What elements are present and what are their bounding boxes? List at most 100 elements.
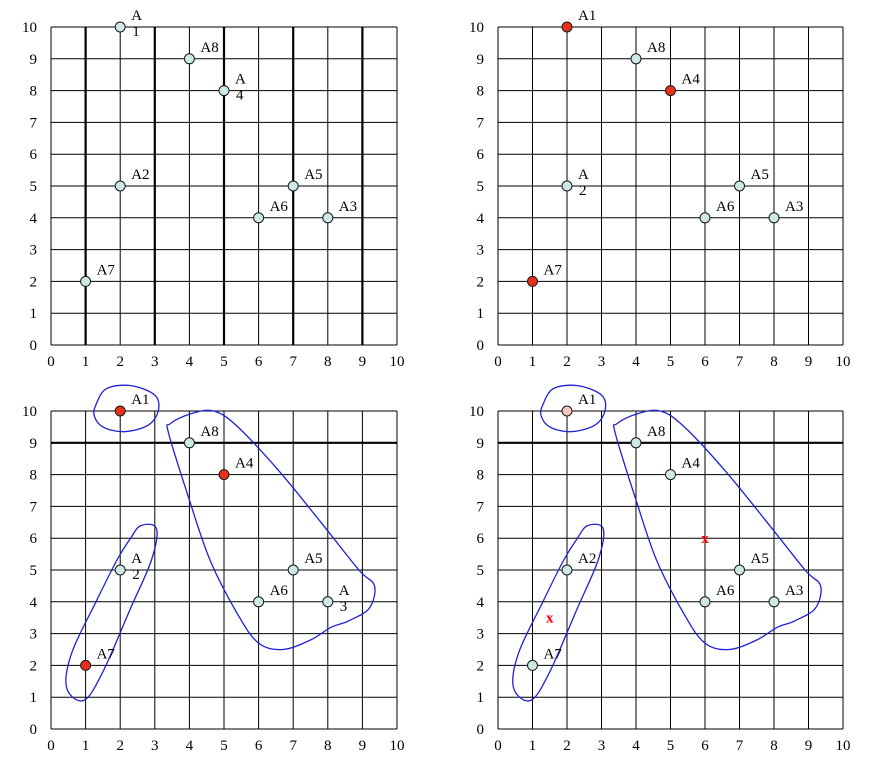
point-label-part: A7: [544, 646, 563, 662]
x-tick-label: 6: [701, 738, 709, 754]
point-label-part: A6: [716, 199, 735, 215]
point-label-part: A: [131, 8, 142, 24]
y-tick-label: 5: [477, 563, 485, 579]
centroid-mark: x: [701, 531, 709, 547]
point-label: A4: [682, 456, 701, 472]
point-label-part: A7: [97, 646, 116, 662]
point-label: A8: [647, 40, 665, 56]
point-label: A8: [200, 424, 218, 440]
data-point: [253, 212, 265, 224]
y-tick-label: 1: [30, 690, 38, 706]
data-point: [527, 659, 538, 671]
point-label-part: A8: [200, 424, 218, 440]
y-tick-label: 3: [30, 627, 38, 643]
data-point: [218, 85, 230, 97]
point-label: A7: [544, 646, 563, 662]
x-tick-label: 4: [632, 738, 640, 754]
data-point: [183, 437, 195, 449]
point-label: A7: [97, 646, 116, 662]
x-tick-label: 2: [116, 354, 124, 370]
y-tick-label: 9: [30, 52, 38, 68]
y-tick-label: 4: [30, 595, 38, 611]
x-tick-label: 8: [770, 354, 778, 370]
x-tick-label: 9: [805, 738, 813, 754]
point-label-part: A5: [751, 167, 769, 183]
x-tick-label: 9: [805, 354, 813, 370]
data-point: [114, 21, 126, 33]
y-tick-label: 1: [30, 306, 38, 322]
y-tick-label: 5: [30, 563, 38, 579]
point-label: A2: [578, 551, 596, 567]
x-tick-label: 2: [563, 354, 571, 370]
point-label: A1: [578, 8, 596, 24]
y-tick-label: 10: [469, 20, 484, 36]
y-tick-label: 7: [477, 499, 485, 515]
data-point: [80, 659, 92, 671]
x-tick-label: 10: [390, 738, 405, 754]
x-tick-label: 9: [359, 738, 367, 754]
point-label-part: A4: [682, 72, 701, 88]
point-label: A8: [647, 424, 665, 440]
point-label-part: A6: [716, 583, 735, 599]
y-tick-label: 8: [30, 468, 38, 484]
y-tick-label: 8: [477, 468, 485, 484]
y-tick-label: 10: [469, 404, 484, 420]
x-tick-label: 8: [770, 738, 778, 754]
x-tick-label: 5: [667, 354, 675, 370]
data-point: [561, 405, 573, 417]
data-point: [734, 564, 745, 576]
data-point: [699, 212, 711, 224]
y-tick-label: 6: [30, 531, 38, 547]
data-point: [80, 275, 92, 287]
x-tick-label: 3: [151, 354, 159, 370]
x-tick-label: 8: [324, 354, 332, 370]
x-tick-label: 0: [494, 738, 502, 754]
y-tick-label: 2: [477, 274, 485, 290]
point-label-part: A: [339, 583, 350, 599]
data-point: [630, 53, 642, 65]
y-tick-label: 1: [477, 306, 485, 322]
y-tick-label: 9: [477, 436, 485, 452]
data-point: [665, 469, 676, 481]
y-tick-label: 3: [477, 627, 485, 643]
data-point: [561, 21, 573, 33]
data-point: [768, 596, 780, 608]
data-point: [665, 85, 676, 97]
x-tick-label: 4: [186, 738, 194, 754]
data-point: [287, 180, 299, 192]
x-tick-label: 8: [324, 738, 332, 754]
point-label-part: A1: [131, 392, 149, 408]
y-tick-label: 2: [30, 274, 38, 290]
y-tick-label: 6: [477, 147, 485, 163]
point-label-part: A8: [647, 40, 665, 56]
point-label: A6: [716, 583, 735, 599]
cluster-outline: [539, 384, 607, 433]
point-label: A1: [131, 392, 149, 408]
y-tick-label: 9: [477, 52, 485, 68]
x-tick-label: 7: [736, 738, 744, 754]
point-label-part: A5: [304, 167, 322, 183]
point-label: A5: [304, 167, 322, 183]
y-tick-label: 2: [30, 658, 38, 674]
y-tick-label: 4: [30, 211, 38, 227]
data-point: [287, 564, 299, 576]
point-label-part: A3: [785, 583, 803, 599]
point-label-part: A3: [339, 199, 357, 215]
point-label-part: A8: [200, 40, 218, 56]
x-tick-label: 1: [529, 354, 537, 370]
x-tick-label: 5: [667, 738, 675, 754]
point-label: A6: [270, 199, 289, 215]
x-tick-label: 9: [359, 354, 367, 370]
y-tick-label: 9: [30, 436, 38, 452]
data-point: [114, 405, 126, 417]
x-tick-label: 0: [47, 738, 55, 754]
point-label-part: A6: [270, 583, 289, 599]
data-point: [734, 180, 745, 192]
